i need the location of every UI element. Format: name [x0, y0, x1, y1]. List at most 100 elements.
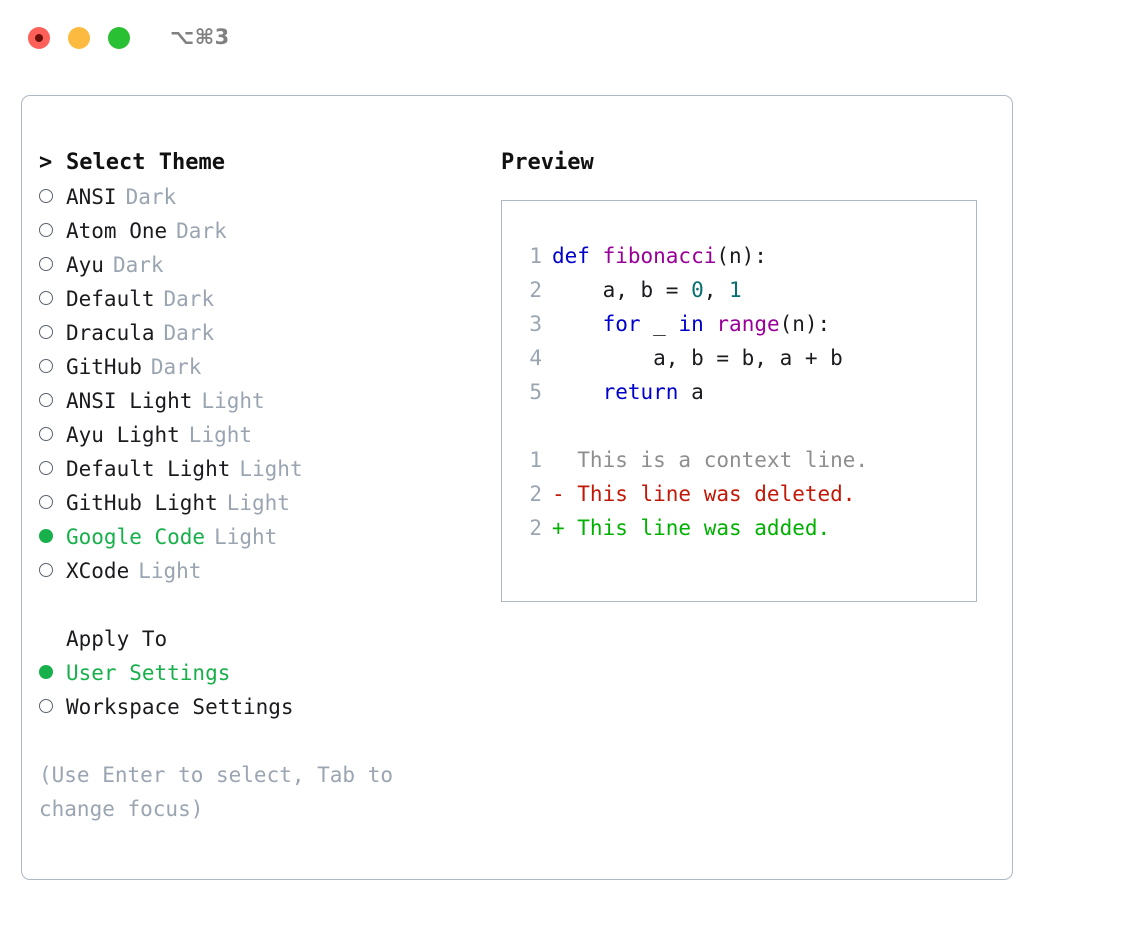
code-token: def [552, 244, 603, 268]
radio-unselected-icon[interactable] [39, 248, 66, 282]
code-line-number: 5 [529, 380, 542, 404]
code-token: return [602, 380, 679, 404]
radio-unselected-icon[interactable] [39, 316, 66, 350]
code-line: 5 return a [502, 375, 976, 409]
minimize-window-button[interactable] [68, 27, 90, 49]
diff-line-number: 2 [529, 516, 542, 540]
code-line: 1 def fibonacci(n): [502, 239, 976, 273]
radio-glyph [39, 563, 53, 577]
diff-line-number: 1 [529, 448, 542, 472]
diff-preview-block: 1 This is a context line. 2 - This line wa… [502, 443, 976, 545]
code-token: a, b = [552, 278, 692, 302]
theme-category-badge: Light [201, 389, 265, 413]
theme-category-badge: Dark [112, 253, 164, 277]
theme-category-badge: Dark [125, 185, 177, 209]
radio-unselected-icon[interactable] [39, 282, 66, 316]
theme-list-item[interactable]: Google Code Light [39, 520, 479, 554]
radio-unselected-icon[interactable] [39, 180, 66, 214]
theme-category-badge: Dark [150, 355, 202, 379]
code-token [552, 380, 603, 404]
code-line-number: 4 [529, 346, 542, 370]
radio-glyph [39, 393, 53, 407]
radio-unselected-icon[interactable] [39, 486, 66, 520]
theme-name: Default [66, 287, 155, 311]
theme-name: Ayu [66, 253, 104, 277]
radio-selected-icon[interactable] [39, 656, 66, 690]
theme-list-item[interactable]: Dracula Dark [39, 316, 479, 350]
window-titlebar: ⌥⌘3 [0, 0, 1140, 78]
code-token: for [602, 312, 641, 336]
code-token [704, 312, 717, 336]
theme-name: ANSI Light [66, 389, 193, 413]
code-line: 3 for _ in range(n): [502, 307, 976, 341]
maximize-window-button[interactable] [108, 27, 130, 49]
theme-name: Dracula [66, 321, 155, 345]
apply-to-option[interactable]: User Settings [39, 656, 479, 690]
radio-glyph [39, 189, 53, 203]
radio-glyph [39, 291, 53, 305]
preview-title: Preview [501, 150, 594, 175]
code-line: 4 a, b = b, a + b [502, 341, 976, 375]
radio-glyph [39, 257, 53, 271]
keyboard-hint-text: (Use Enter to select, Tab to change focu… [39, 763, 394, 821]
radio-unselected-icon[interactable] [39, 384, 66, 418]
diff-line: 2 - This line was deleted. [502, 477, 976, 511]
theme-list-item[interactable]: GitHub Dark [39, 350, 479, 384]
radio-unselected-icon[interactable] [39, 418, 66, 452]
theme-category-badge: Light [239, 457, 303, 481]
code-line-number: 3 [529, 312, 542, 336]
theme-category-badge: Light [214, 525, 278, 549]
code-line: 2 a, b = 0, 1 [502, 273, 976, 307]
theme-category-badge: Dark [176, 219, 227, 243]
code-line-number: 1 [529, 244, 542, 268]
theme-name: Default Light [66, 457, 231, 481]
radio-unselected-icon[interactable] [39, 350, 66, 384]
theme-list-item[interactable]: Atom One Dark [39, 214, 479, 248]
apply-to-header: Apply To [39, 622, 479, 656]
radio-unselected-icon[interactable] [39, 214, 66, 248]
theme-list-item[interactable]: Ayu Dark [39, 248, 479, 282]
code-token: (n): [716, 244, 767, 268]
theme-name: GitHub [66, 355, 142, 379]
radio-unselected-icon[interactable] [39, 554, 66, 588]
code-token [552, 312, 603, 336]
theme-name: Google Code [66, 525, 206, 549]
code-token: fibonacci [602, 244, 717, 268]
close-window-button[interactable] [28, 27, 50, 49]
diff-line-number: 2 [529, 482, 542, 506]
code-token: 0 [691, 278, 704, 302]
theme-category-badge: Light [226, 491, 290, 515]
diff-line-text: + This line was added. [552, 516, 831, 540]
theme-name: Atom One [66, 219, 168, 243]
diff-line: 1 This is a context line. [502, 443, 976, 477]
diff-spacer [502, 409, 976, 443]
radio-glyph [39, 325, 53, 339]
code-token: (n): [779, 312, 831, 336]
radio-glyph [39, 699, 53, 713]
radio-unselected-icon[interactable] [39, 452, 66, 486]
code-token: 1 [729, 278, 742, 302]
theme-category-badge: Dark [163, 321, 215, 345]
radio-glyph [39, 359, 53, 373]
apply-to-option[interactable]: Workspace Settings [39, 690, 479, 724]
diff-line-text: - This line was deleted. [552, 482, 856, 506]
radio-glyph [39, 495, 53, 509]
radio-glyph [39, 223, 53, 237]
code-token: _ [640, 312, 679, 336]
code-token: a, b = b, a + b [552, 346, 843, 370]
radio-glyph [39, 461, 53, 475]
window-shortcut-label: ⌥⌘3 [170, 25, 230, 49]
apply-to-label: Apply To [66, 627, 168, 651]
theme-list-item[interactable]: ANSI Light Light [39, 384, 479, 418]
radio-unselected-icon[interactable] [39, 690, 66, 724]
theme-list-item[interactable]: Default Light Light [39, 452, 479, 486]
radio-selected-icon[interactable] [39, 520, 66, 554]
